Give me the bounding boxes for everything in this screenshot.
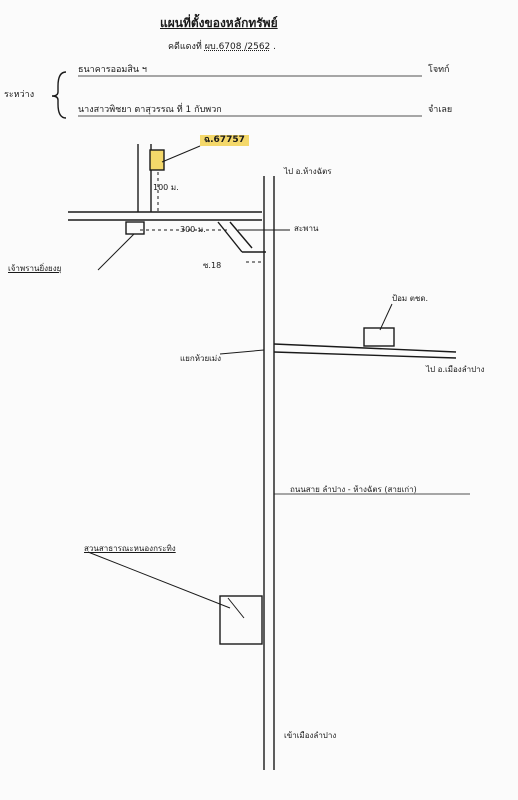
highway-label: ถนนสาย ลำปาง - ห้างฉัตร (สายเก่า) (290, 485, 417, 494)
plaintiff-name: ธนาคารออมสิน ฯ (78, 65, 147, 75)
police-box-label: ป้อม ตชด. (392, 294, 429, 303)
party-bracket (51, 71, 67, 119)
park-label: สวนสาธารณะหนองกระทิง (84, 544, 176, 553)
market-leader (97, 233, 135, 271)
bridge-diagonal-a (217, 221, 243, 253)
to-hangchat-label: ไป อ.ห้างฉัตร (284, 167, 332, 176)
to-mueang-label: ไป อ.เมืองลำปาง (426, 365, 485, 374)
soi-label: ซ.18 (203, 261, 222, 270)
city-in-label: เข้าเมืองลำปาง (284, 731, 337, 740)
between-label: ระหว่าง (4, 90, 35, 100)
market-box (125, 221, 145, 235)
police-box (363, 327, 395, 347)
defendant-role: จำเลย (428, 105, 453, 115)
distance-300-label: 300 ม. (180, 225, 206, 234)
case-number: ผบ.6708 /2562 (204, 42, 271, 52)
junction-label: แยกห้วยเม่ง (180, 354, 222, 363)
page-title: แผนที่ตั้งของหลักทรัพย์ (160, 16, 278, 30)
park-leader (87, 551, 231, 609)
market-label: เจ้าพรานยิ่งยงยุ (8, 264, 62, 273)
case-line: คดีแดงที่ ผบ.6708 /2562 . (168, 43, 276, 52)
defendant-name: นางสาวพิชยา ตาสุวรรณ ที่ 1 กับพวก (78, 105, 222, 115)
police-leader (379, 303, 393, 331)
distance-100-label: 100 ม. (153, 183, 179, 192)
park-box (219, 595, 263, 645)
deed-number-label: ฉ.67757 (200, 135, 249, 146)
bridge-label: สะพาน (294, 224, 319, 233)
plaintiff-role: โจทก์ (428, 65, 450, 75)
park-hatch (227, 597, 245, 619)
bridge-diagonal-b (229, 221, 253, 249)
ew-road-top (273, 343, 457, 353)
case-suffix: . (273, 42, 277, 52)
junction-leader (219, 349, 265, 355)
case-label: คดีแดงที่ (168, 42, 202, 52)
ew-road-bottom (273, 351, 457, 359)
deed-parcel (149, 149, 165, 171)
